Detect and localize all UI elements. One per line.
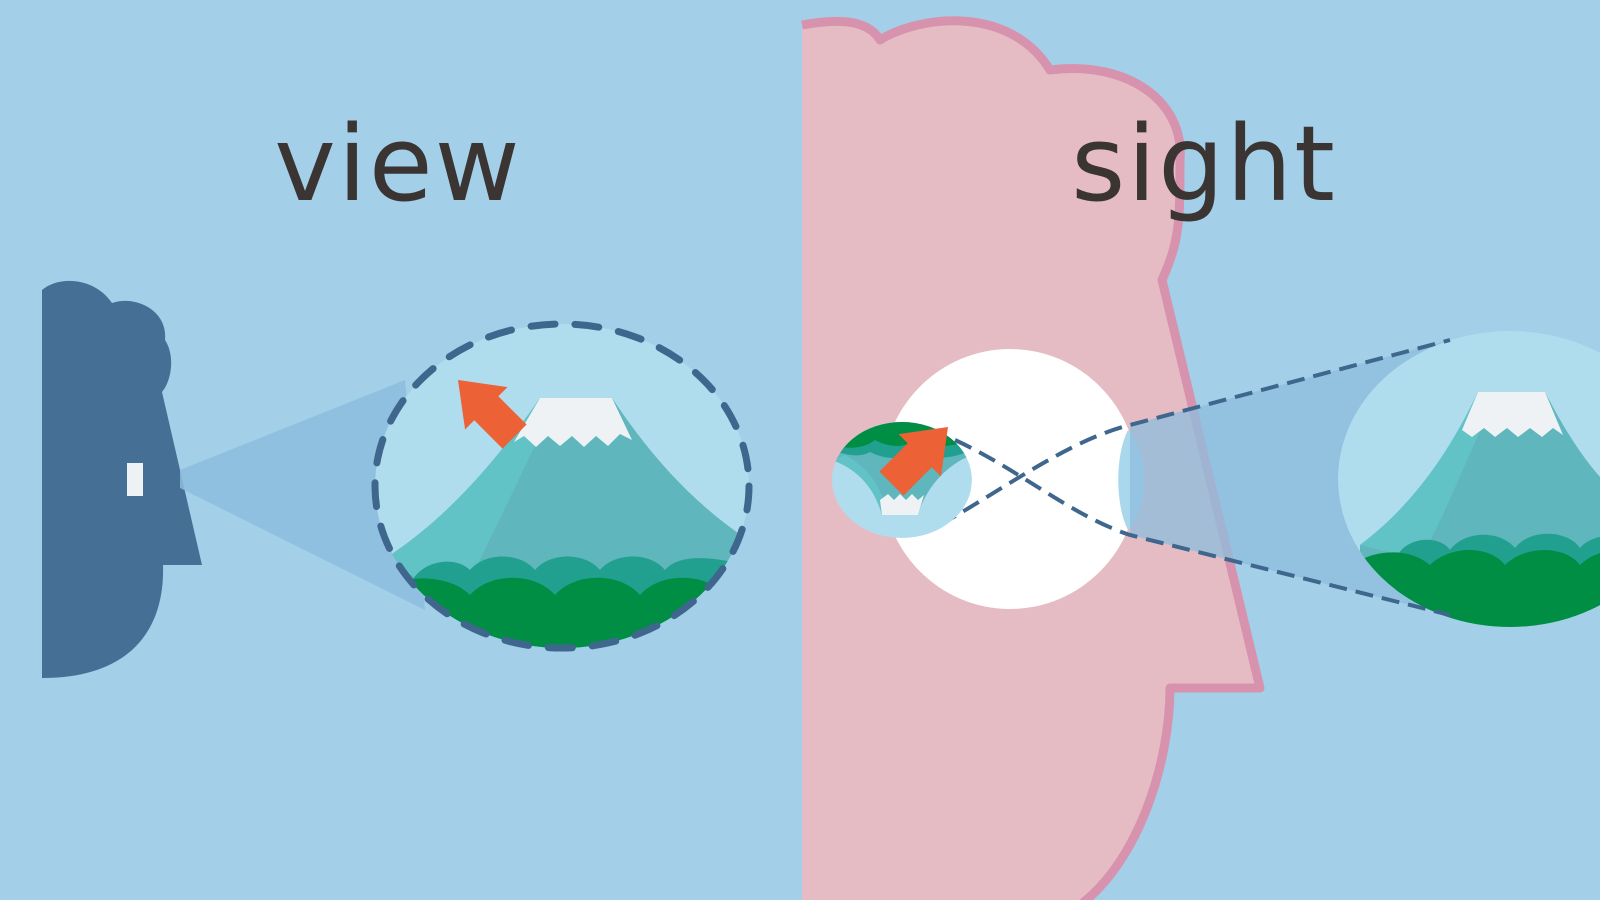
view-label: view [274, 103, 521, 225]
left-head-profile-icon [42, 280, 202, 678]
left-scene-dashed-outline [371, 320, 753, 652]
sight-label: sight [1071, 103, 1337, 225]
right-arrow-icon [879, 427, 948, 496]
left-arrow-icon [458, 380, 527, 449]
right-sight-lines [939, 338, 1451, 617]
right-head-outline [801, 16, 1265, 900]
left-eye [127, 463, 143, 496]
left-view-beam [180, 380, 425, 610]
eyeball-icon [882, 349, 1138, 609]
